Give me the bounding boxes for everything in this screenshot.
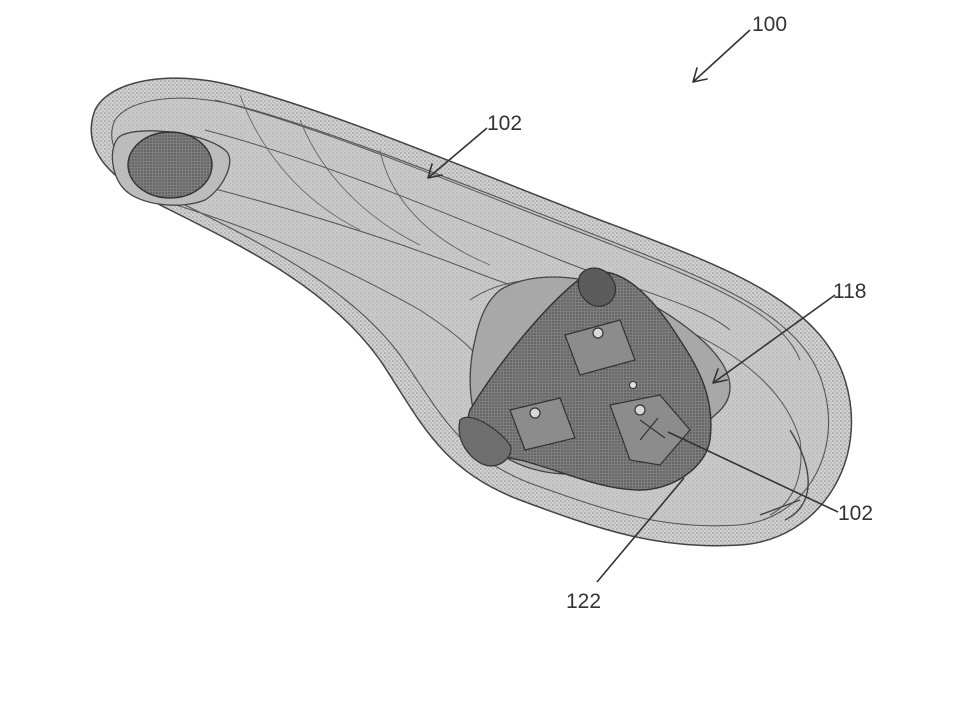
ref-label-100: 100: [752, 13, 787, 36]
sole-contour-4: [159, 199, 481, 361]
ref-label-102-top: 102: [487, 112, 522, 135]
bolt-head-2: [529, 407, 541, 419]
cleat-assembly: [458, 267, 731, 491]
bolt-head-1: [592, 327, 604, 339]
leader-102-top: [427, 127, 488, 179]
sole-contour-7: [379, 149, 491, 266]
bolt-pocket-2: [509, 397, 576, 451]
heel-pad: [127, 131, 213, 199]
arrowhead-102-top: [427, 163, 443, 179]
leader-102-bottom: [667, 431, 839, 513]
leader-122: [596, 477, 685, 583]
sole-contour-6: [299, 119, 421, 246]
bolt-pocket-3: [609, 394, 691, 466]
sole-contour-2: [204, 129, 731, 331]
bolt-pocket-1: [564, 319, 636, 376]
ref-label-122: 122: [566, 590, 601, 613]
sole-contour-1: [214, 99, 801, 361]
leader-118: [712, 294, 836, 384]
ref-label-102-bottom: 102: [838, 502, 873, 525]
ref-label-118: 118: [833, 280, 866, 303]
arrowhead-100: [692, 67, 708, 83]
bolt-head-3: [634, 404, 646, 416]
center-bolt: [629, 381, 637, 389]
cleat-rear-tab: [577, 267, 617, 307]
sole-contour-9: [759, 429, 809, 521]
leaders: [427, 29, 839, 583]
heel-insert: [111, 130, 231, 206]
cleat-front-wing: [458, 416, 512, 467]
leader-100: [692, 29, 751, 83]
sole-contour-5: [239, 94, 361, 231]
arrowhead-118: [712, 368, 728, 384]
reference-labels: 100 102 118 102 122: [487, 13, 873, 613]
